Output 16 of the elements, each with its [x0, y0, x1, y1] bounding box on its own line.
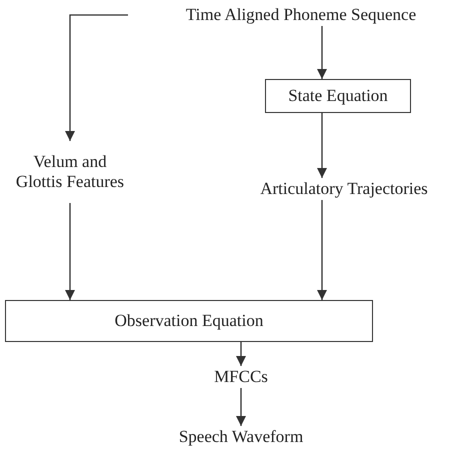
arrow — [317, 26, 327, 79]
arrow — [65, 203, 75, 300]
arrow — [236, 342, 246, 366]
arrow — [236, 388, 246, 426]
node-label: Velum and Glottis Features — [14, 152, 126, 192]
node-label: Speech Waveform — [178, 427, 304, 447]
arrow — [317, 113, 327, 178]
node-label: State Equation — [288, 86, 388, 106]
node-label: Time Aligned Phoneme Sequence — [186, 5, 416, 25]
node-label: Observation Equation — [114, 311, 264, 331]
node-label: Articulatory Trajectories — [260, 179, 428, 199]
arrow — [65, 14, 128, 141]
process-box — [265, 79, 411, 113]
process-box — [5, 300, 373, 342]
arrow — [317, 200, 327, 300]
node-label: MFCCs — [214, 367, 268, 387]
